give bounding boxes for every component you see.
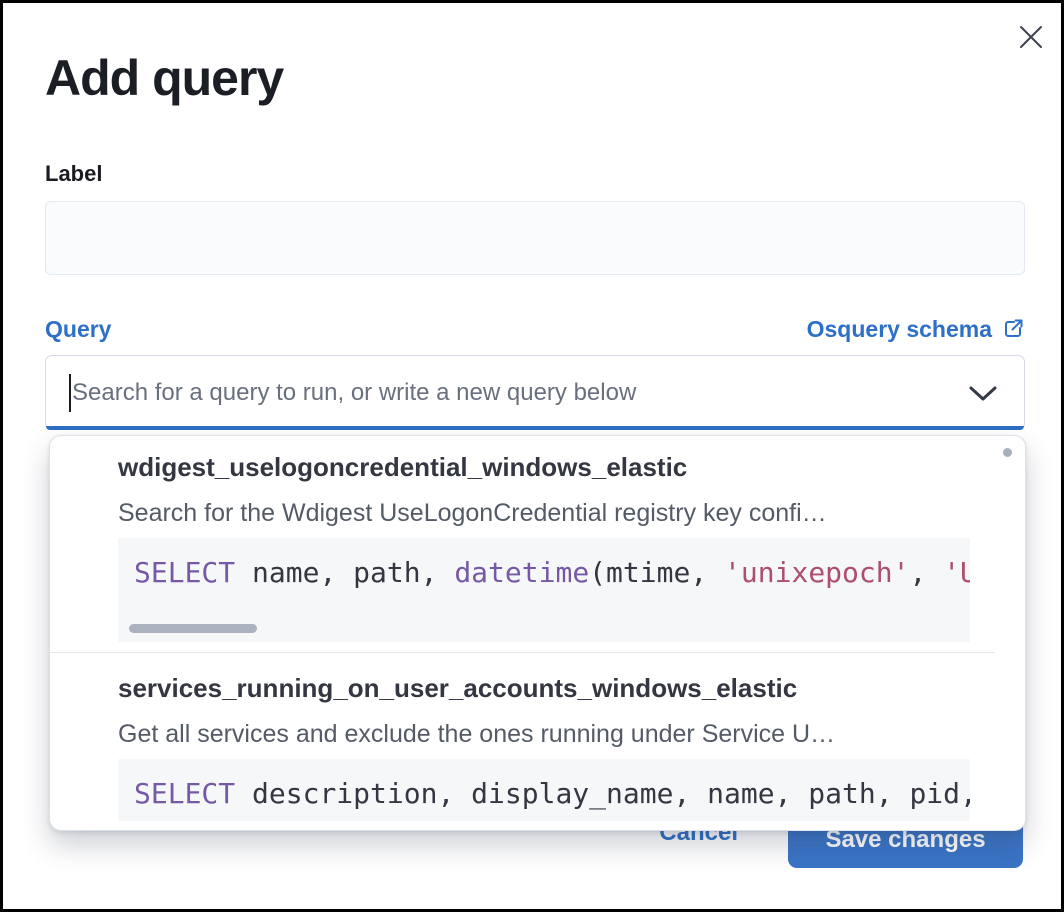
query-field-header: Query Osquery schema [45,313,1025,345]
query-search-input[interactable] [46,378,1024,407]
horizontal-scrollbar-thumb[interactable] [129,624,257,633]
sql-code: SELECT description, display_name, name, … [134,777,970,810]
query-field-label: Query [45,315,112,342]
osquery-schema-link[interactable]: Osquery schema [807,316,1025,343]
sql-code: SELECT name, path, datetime(mtime, 'unix… [134,556,970,589]
query-option-title: services_running_on_user_accounts_window… [118,673,798,703]
label-field-label: Label [45,161,103,186]
osquery-schema-link-label: Osquery schema [806,315,992,342]
query-dropdown-panel: wdigest_uselogoncredential_windows_elast… [49,435,1026,831]
query-option[interactable]: wdigest_uselogoncredential_windows_elast… [50,436,1025,642]
query-option-title: wdigest_uselogoncredential_windows_elast… [118,452,688,482]
modal-title: Add query [45,50,284,106]
text-cursor [69,374,71,412]
query-options-list: wdigest_uselogoncredential_windows_elast… [50,436,1025,821]
query-option-description: Get all services and exclude the ones ru… [118,720,836,748]
query-option-sql-preview: SELECT description, display_name, name, … [118,759,970,821]
label-input[interactable] [45,201,1025,275]
query-combobox[interactable] [45,355,1025,430]
chevron-down-icon[interactable] [968,385,998,402]
query-option[interactable]: services_running_on_user_accounts_window… [50,653,1025,821]
close-button[interactable] [1011,17,1051,57]
option-divider [50,652,995,653]
vertical-scrollbar-thumb[interactable] [1003,448,1012,457]
combobox-focus-bar [46,426,1024,430]
external-link-icon [1001,317,1025,341]
close-icon [1016,22,1046,52]
query-option-description: Search for the Wdigest UseLogonCredentia… [118,499,827,527]
query-option-sql-preview: SELECT name, path, datetime(mtime, 'unix… [118,538,970,642]
